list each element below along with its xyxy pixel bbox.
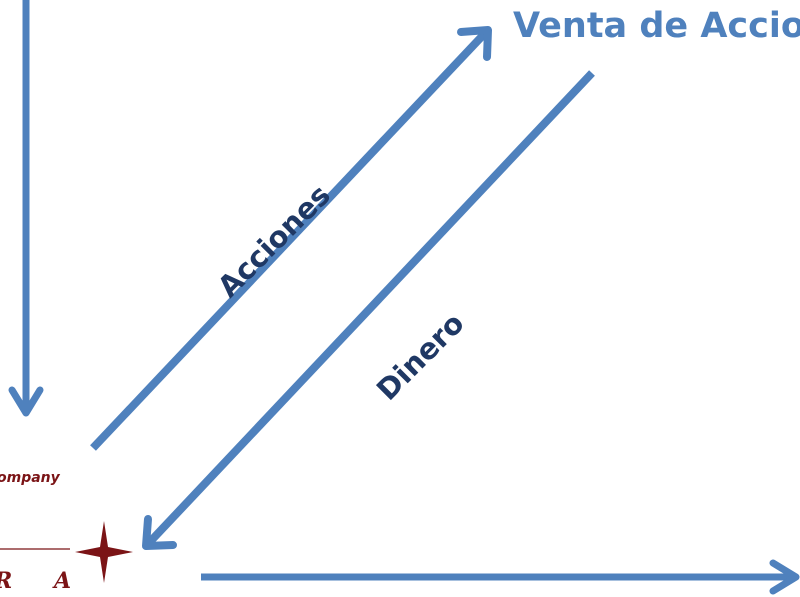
acciones-arrow-head — [457, 26, 492, 61]
horizontal-right-arrow-head — [769, 559, 800, 595]
vertical-down-arrow-head — [8, 386, 44, 417]
acciones-arrow-shaft — [90, 28, 490, 451]
compass-star-icon — [75, 521, 133, 583]
dinero-arrow-shaft — [144, 70, 595, 548]
logo-tagline: ompany — [0, 470, 60, 486]
dinero-arrow-head — [142, 515, 177, 550]
logo-wordmark: R A — [0, 568, 89, 594]
diagram-title: Venta de Accio — [513, 6, 800, 46]
